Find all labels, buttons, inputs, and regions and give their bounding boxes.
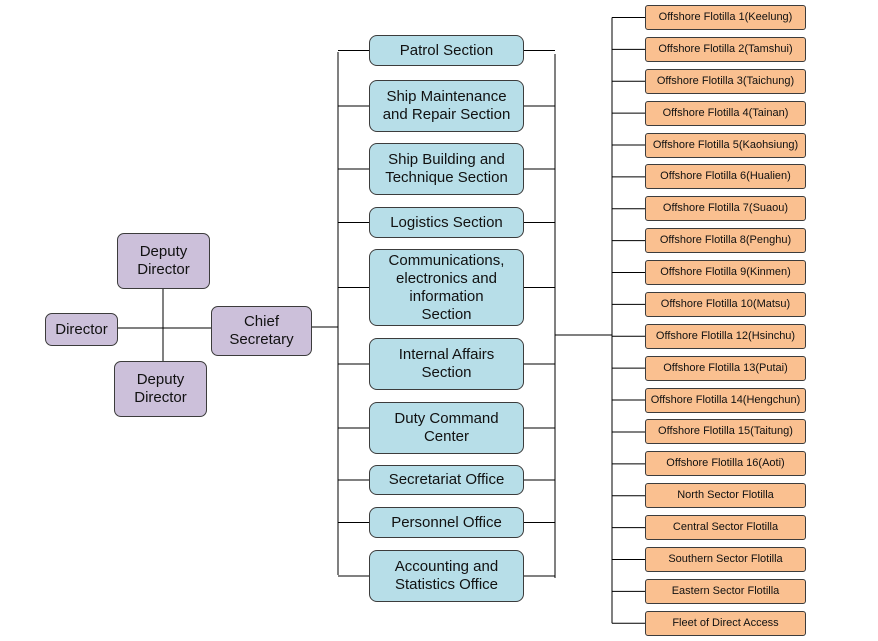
flotilla-box: North Sector Flotilla (645, 483, 806, 509)
director-box: Director (45, 313, 118, 346)
flotilla-box: Fleet of Direct Access (645, 610, 806, 636)
flotilla-box: Offshore Flotilla 7(Suaou) (645, 196, 806, 222)
section-box: Logistics Section (369, 207, 524, 238)
section-box: Duty Command Center (369, 402, 524, 454)
flotilla-box: Southern Sector Flotilla (645, 547, 806, 572)
section-box: Ship Maintenance and Repair Section (369, 80, 524, 132)
flotilla-box: Offshore Flotilla 13(Putai) (645, 355, 806, 381)
flotilla-box: Offshore Flotilla 5(Kaohsiung) (645, 132, 806, 158)
flotilla-box: Offshore Flotilla 9(Kinmen) (645, 260, 806, 285)
deputy-director-top-box: Deputy Director (117, 233, 210, 289)
flotilla-box: Offshore Flotilla 8(Penghu) (645, 228, 806, 254)
flotilla-box: Offshore Flotilla 15(Taitung) (645, 419, 806, 445)
flotilla-box: Offshore Flotilla 6(Hualien) (645, 164, 806, 190)
section-box: Internal Affairs Section (369, 338, 524, 390)
flotilla-box: Offshore Flotilla 10(Matsu) (645, 291, 806, 317)
flotilla-box: Offshore Flotilla 14(Hengchun) (645, 387, 806, 413)
section-box: Patrol Section (369, 35, 524, 66)
flotilla-box: Eastern Sector Flotilla (645, 578, 806, 604)
flotilla-box: Offshore Flotilla 16(Aoti) (645, 451, 806, 477)
chief-secretary-box: Chief Secretary (211, 306, 312, 356)
section-box: Communications, electronics and informat… (369, 249, 524, 326)
section-box: Ship Building and Technique Section (369, 143, 524, 195)
flotilla-box: Offshore Flotilla 3(Taichung) (645, 68, 806, 94)
section-box: Accounting and Statistics Office (369, 550, 524, 602)
flotilla-box: Offshore Flotilla 12(Hsinchu) (645, 323, 806, 349)
deputy-director-bottom-box: Deputy Director (114, 361, 207, 417)
flotilla-box: Offshore Flotilla 4(Tainan) (645, 100, 806, 126)
flotilla-box: Offshore Flotilla 2(Tamshui) (645, 36, 806, 62)
flotilla-box: Central Sector Flotilla (645, 515, 806, 541)
section-box: Secretariat Office (369, 465, 524, 495)
flotilla-box: Offshore Flotilla 1(Keelung) (645, 5, 806, 30)
section-box: Personnel Office (369, 507, 524, 538)
